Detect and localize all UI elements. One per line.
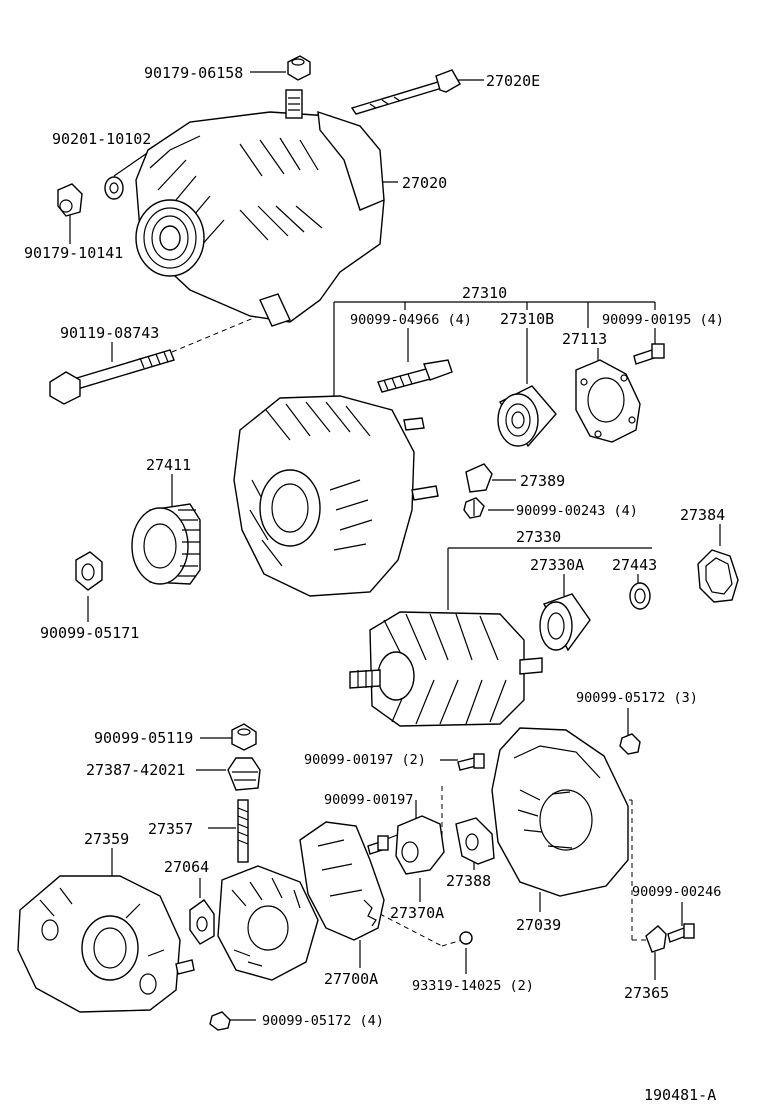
nut-90099-05171 xyxy=(75,551,103,591)
rotor-27330 xyxy=(349,611,543,727)
cover-27388 xyxy=(455,817,495,865)
label-90179-06158: 90179-06158 xyxy=(144,64,243,82)
nut-93319-14025 xyxy=(459,931,473,945)
retainer-plate-27113 xyxy=(575,359,641,443)
label-27388: 27388 xyxy=(446,872,491,890)
label-27384: 27384 xyxy=(680,506,725,524)
label-27370a: 27370A xyxy=(390,904,444,922)
label-93319-14025: 93319-14025 (2) xyxy=(412,978,534,994)
label-27359: 27359 xyxy=(84,830,129,848)
label-27330: 27330 xyxy=(516,528,561,546)
part-labels: 90179-06158 27020E 90201-10102 27020 901… xyxy=(24,64,725,1104)
label-90099-00246: 90099-00246 xyxy=(632,884,721,900)
bushing-90179-10141 xyxy=(57,183,83,217)
label-90099-04966: 90099-04966 (4) xyxy=(350,312,472,328)
label-90099-00243: 90099-00243 (4) xyxy=(516,503,638,519)
drive-end-frame-27359 xyxy=(17,875,195,1013)
label-27310: 27310 xyxy=(462,284,507,302)
label-27443: 27443 xyxy=(612,556,657,574)
label-27411: 27411 xyxy=(146,456,191,474)
alternator-assembly-27020 xyxy=(135,89,385,327)
insulator-27064 xyxy=(189,899,215,945)
label-27700a: 27700A xyxy=(324,970,378,988)
label-90099-05172-4: 90099-05172 (4) xyxy=(262,1013,384,1029)
diagram-id: 190481-A xyxy=(644,1086,716,1104)
nut-90099-05172-4 xyxy=(209,1011,231,1031)
clip-27389 xyxy=(465,463,493,493)
screw-90099-00197 xyxy=(367,835,389,855)
label-27365: 27365 xyxy=(624,984,669,1002)
label-27020e: 27020E xyxy=(486,72,540,90)
nut-90179-06158 xyxy=(287,55,311,81)
housing-assembly-27310 xyxy=(233,395,439,597)
label-90099-05171: 90099-05171 xyxy=(40,624,139,642)
label-27310b: 27310B xyxy=(500,310,554,328)
pulley-27411 xyxy=(131,503,201,585)
label-27389: 27389 xyxy=(520,472,565,490)
label-27357: 27357 xyxy=(148,820,193,838)
leader-lines xyxy=(69,71,721,1021)
label-27020: 27020 xyxy=(402,174,447,192)
rear-cover-27039 xyxy=(491,727,629,897)
screw-90099-00197-2 xyxy=(457,753,485,771)
bearing-27310b xyxy=(497,385,557,448)
regulator-27700a xyxy=(299,821,385,941)
label-27064: 27064 xyxy=(164,858,209,876)
bolt-90099-00246 xyxy=(667,923,695,943)
rectifier-holder xyxy=(217,865,319,981)
label-90099-05172-3: 90099-05172 (3) xyxy=(576,690,698,706)
ring-27443 xyxy=(629,582,651,610)
label-90119-08743: 90119-08743 xyxy=(60,324,159,342)
insulator-27387-42021 xyxy=(227,757,261,791)
through-bolt-27020e xyxy=(350,69,461,115)
label-27387-42021: 27387-42021 xyxy=(86,761,185,779)
bolt-90119-08743 xyxy=(49,349,175,405)
label-90099-05119: 90099-05119 xyxy=(94,729,193,747)
seal-27384 xyxy=(697,549,739,603)
nut-90099-05172-3 xyxy=(619,733,641,755)
screw-90099-00243 xyxy=(463,497,485,519)
brush-holder-27370a xyxy=(395,815,445,875)
label-90099-00195: 90099-00195 (4) xyxy=(602,312,724,328)
label-90099-00197: 90099-00197 xyxy=(324,792,413,808)
label-27039: 27039 xyxy=(516,916,561,934)
label-27113: 27113 xyxy=(562,330,607,348)
stud-90099-04966 xyxy=(377,359,453,393)
label-90201-10102: 90201-10102 xyxy=(52,130,151,148)
label-90179-10141: 90179-10141 xyxy=(24,244,123,262)
nut-90099-05119 xyxy=(231,723,257,751)
screw-90099-00195 xyxy=(633,343,665,365)
label-27330a: 27330A xyxy=(530,556,584,574)
cap-27365 xyxy=(645,925,667,953)
bearing-27330a xyxy=(539,593,591,652)
washer-90201-10102 xyxy=(104,176,124,200)
label-90099-00197-2: 90099-00197 (2) xyxy=(304,752,426,768)
terminal-bolt-27357 xyxy=(237,799,249,863)
